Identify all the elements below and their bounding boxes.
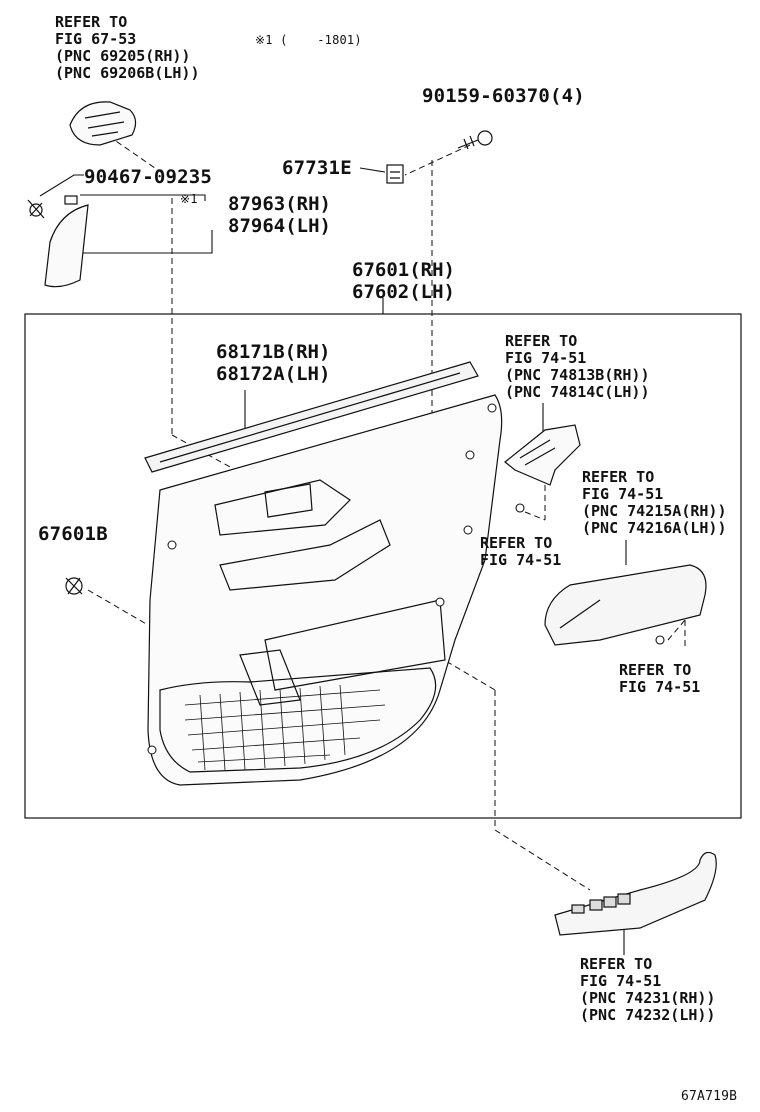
- clip-67601B-part: [65, 577, 83, 595]
- label-clip-67601B: 67601B: [38, 523, 108, 545]
- label-line: REFER TO: [580, 955, 653, 973]
- label-line: 68172A(LH): [216, 363, 331, 385]
- label-screw-ref-b: REFER TO FIG 74-51: [619, 662, 700, 696]
- label-line: FIG 67-53: [55, 30, 137, 48]
- label-board-67601: 67601(RH) 67602(LH): [352, 259, 455, 303]
- armrest-part: [544, 564, 707, 646]
- label-line: (PNC 74813B(RH)): [505, 366, 650, 384]
- label-armrest-ref: REFER TO FIG 74-51 (PNC 74215A(RH)) (PNC…: [582, 469, 727, 537]
- inner-cover-part: [44, 195, 89, 288]
- label-line: FIG 74-51: [580, 972, 662, 990]
- label-line: REFER TO: [582, 468, 655, 486]
- board-holes: [147, 403, 497, 755]
- label-note: ※1 ( -1801): [255, 33, 362, 47]
- label-line: (PNC 69206B(LH)): [55, 64, 200, 82]
- label-weatherstrip-68171: 68171B(RH) 68172A(LH): [216, 341, 330, 385]
- screw-90467-part: [27, 199, 45, 219]
- bracket-part: [504, 424, 581, 486]
- bracket-screw-part: [515, 503, 525, 513]
- screw-90159-part: [457, 130, 493, 150]
- label-cup-handle-ref: REFER TO FIG 67-53 (PNC 69205(RH)) (PNC …: [55, 14, 200, 82]
- label-line: 87963(RH): [228, 193, 331, 215]
- label-line: REFER TO: [55, 13, 128, 31]
- armrest-screw-part: [655, 635, 665, 645]
- label-line: REFER TO: [480, 534, 553, 552]
- label-cover-87963: 87963(RH) 87964(LH): [228, 193, 331, 237]
- label-line: (PNC 74814C(LH)): [505, 383, 650, 401]
- label-line: 87964(LH): [228, 215, 331, 237]
- label-screw-ref-a: REFER TO FIG 74-51: [480, 535, 561, 569]
- window-switch-part: [554, 851, 717, 936]
- label-bracket-ref: REFER TO FIG 74-51 (PNC 74813B(RH)) (PNC…: [505, 333, 650, 401]
- label-screw-90467: 90467-09235: [84, 166, 213, 188]
- figure-code: 67A719B: [681, 1089, 738, 1104]
- label-line: REFER TO: [505, 332, 578, 350]
- label-line: FIG 74-51: [480, 551, 562, 569]
- label-clip-67731E: 67731E: [282, 157, 352, 179]
- pocket-mesh: [184, 684, 386, 771]
- label-switch-ref: REFER TO FIG 74-51 (PNC 74231(RH)) (PNC …: [580, 956, 715, 1024]
- label-line: 67601(RH): [352, 259, 455, 281]
- door-trim-board: [147, 394, 503, 786]
- inside-handle-part: [69, 101, 137, 146]
- label-line: 68171B(RH): [216, 341, 331, 363]
- label-line: REFER TO: [619, 661, 692, 679]
- label-line: (PNC 74216A(LH)): [582, 519, 727, 537]
- label-line: (PNC 74231(RH)): [580, 989, 716, 1007]
- label-note-mark: ※1: [180, 192, 198, 206]
- label-line: (PNC 69205(RH)): [55, 47, 191, 65]
- label-line: 67602(LH): [352, 281, 455, 303]
- label-line: (PNC 74215A(RH)): [582, 502, 727, 520]
- label-line: FIG 74-51: [582, 485, 664, 503]
- clip-67731E-part: [386, 164, 404, 184]
- weatherstrip-part: [144, 361, 479, 473]
- label-line: FIG 74-51: [619, 678, 701, 696]
- label-line: FIG 74-51: [505, 349, 587, 367]
- label-line: (PNC 74232(LH)): [580, 1006, 716, 1024]
- label-screw-90159: 90159-60370(4): [422, 85, 585, 107]
